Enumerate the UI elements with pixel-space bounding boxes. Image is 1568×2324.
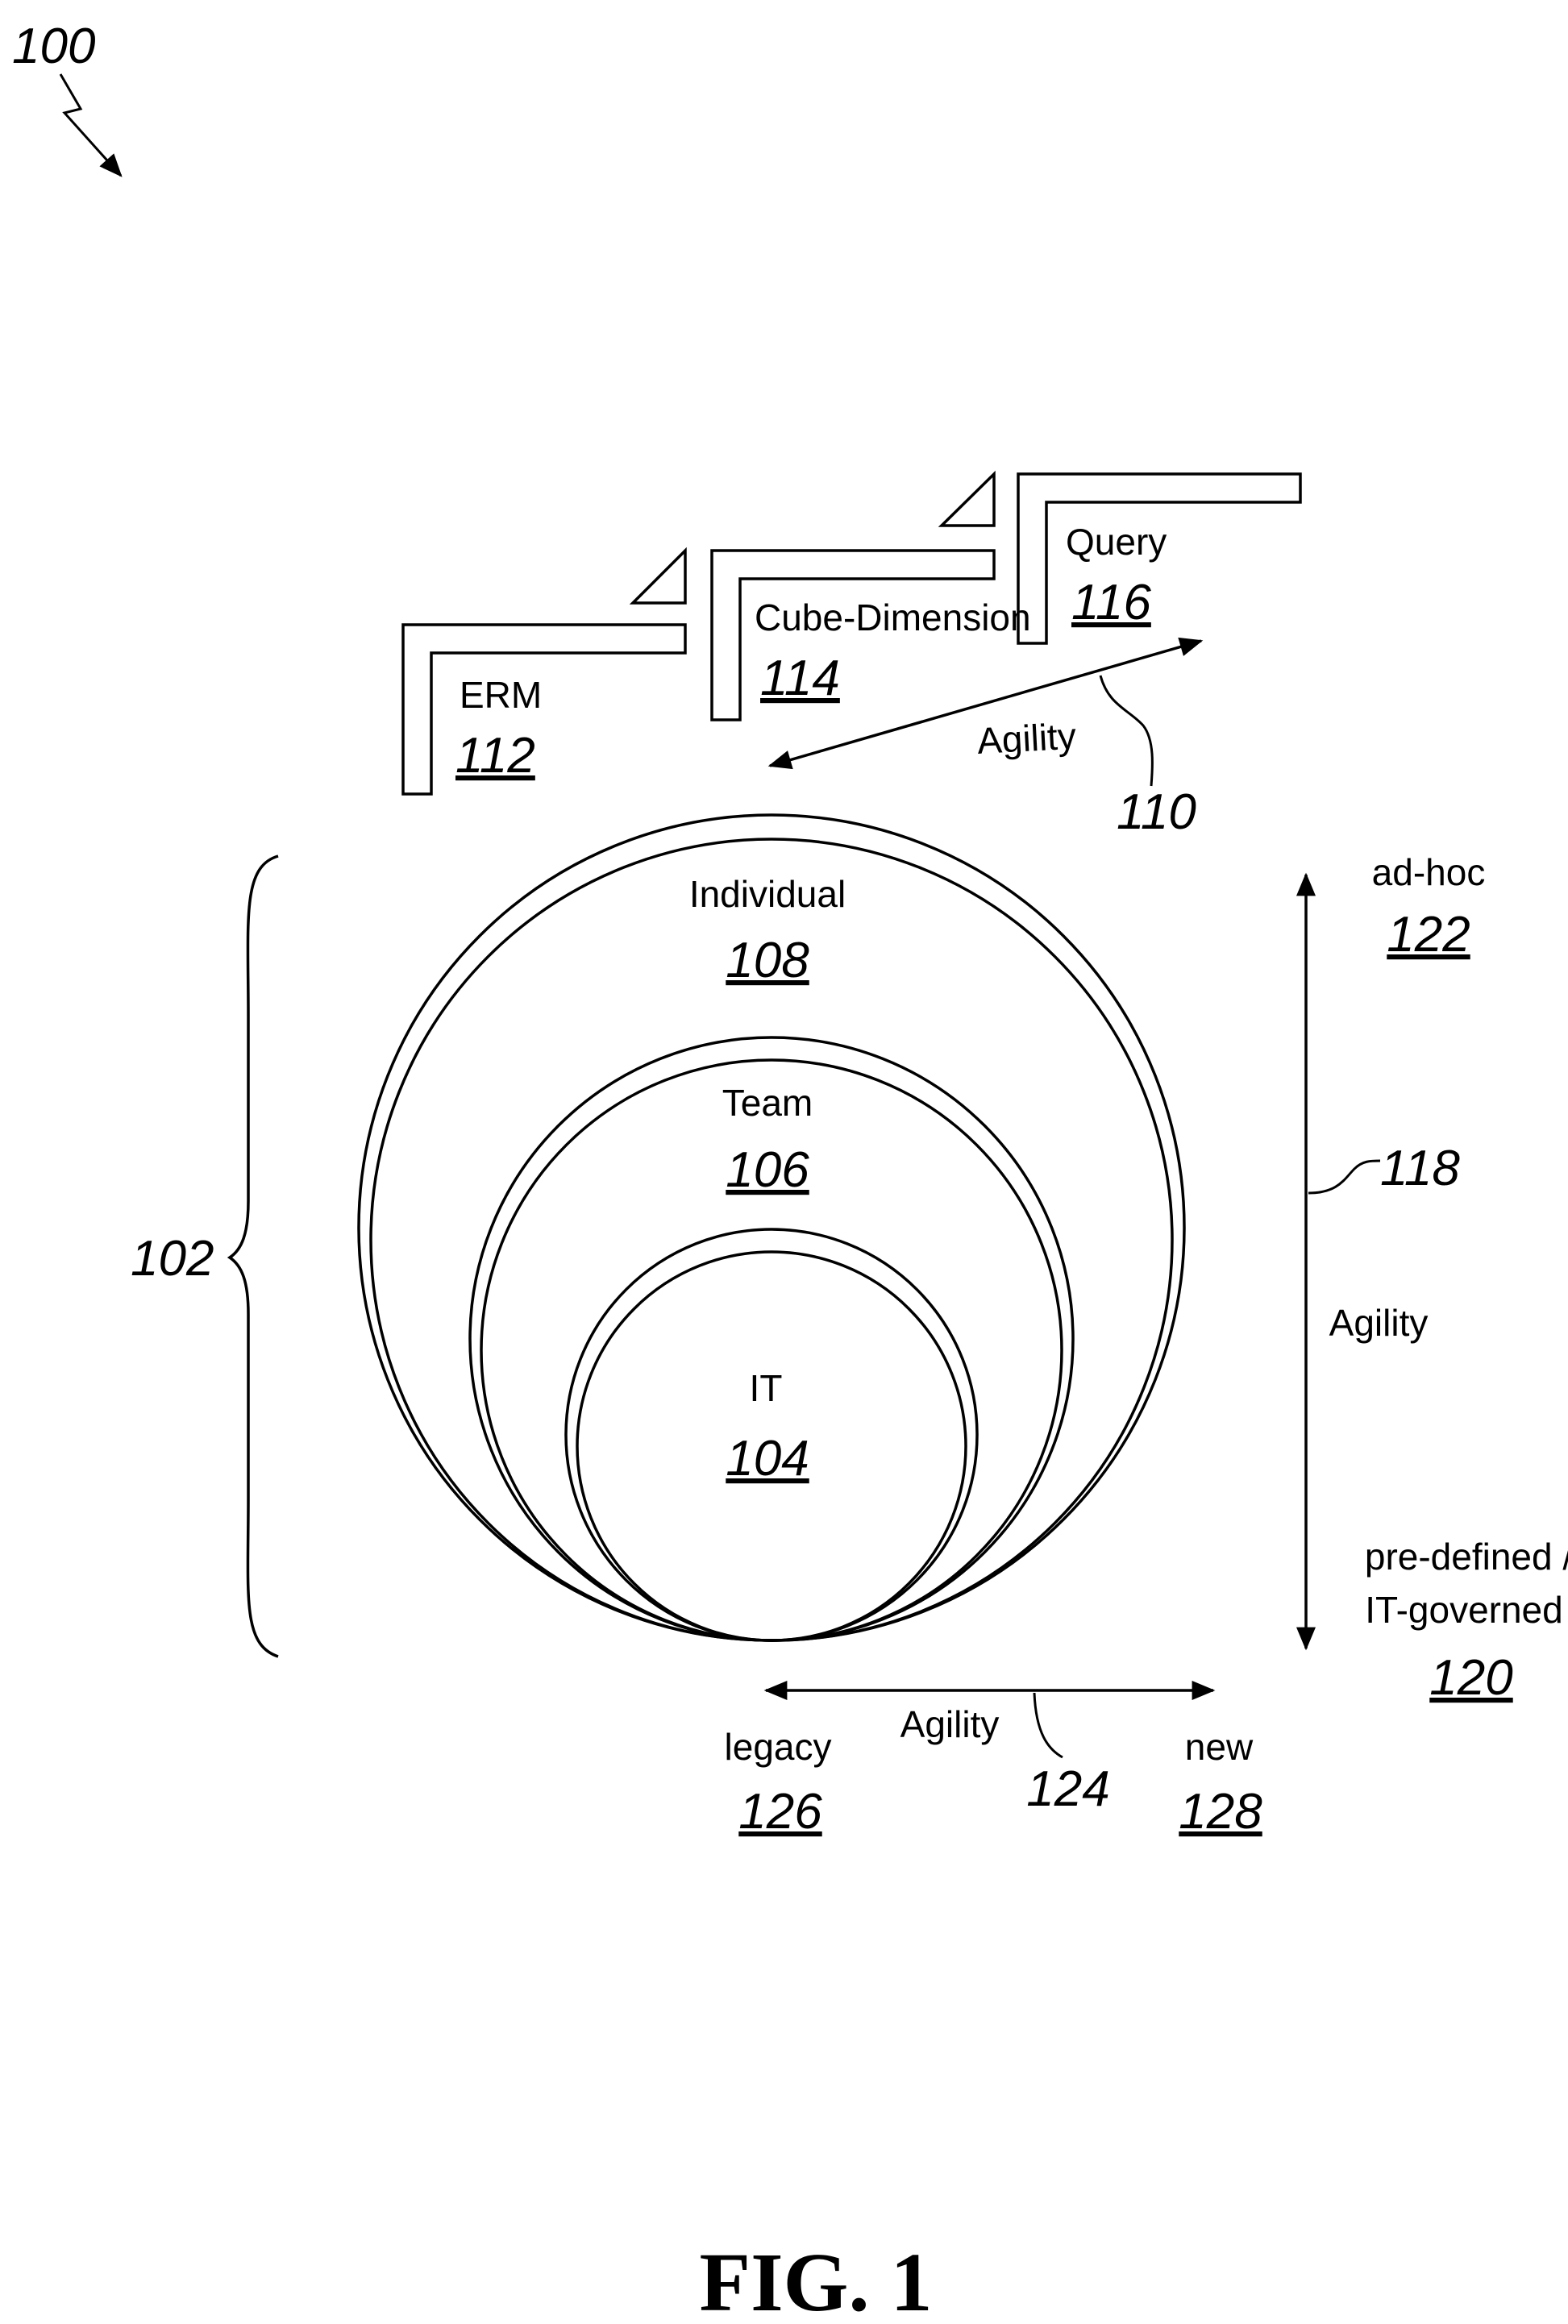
horizontal-axis-leader — [1034, 1693, 1063, 1757]
individual-ref: 108 — [726, 933, 809, 988]
vertical-axis-ref: 118 — [1380, 1141, 1460, 1196]
cube-query-triangle — [942, 474, 994, 526]
it-ref: 104 — [726, 1431, 809, 1486]
vertical-agility-label: Agility — [1329, 1302, 1429, 1344]
figure-ref-number: 100 — [12, 19, 95, 74]
query-label: Query — [1066, 521, 1167, 563]
figure-caption: FIG. 1 — [700, 2236, 933, 2324]
circles-group-ref: 102 — [131, 1231, 214, 1287]
cube-dimension-label: Cube-Dimension — [755, 597, 1031, 638]
ad-hoc-label: ad-hoc — [1372, 851, 1486, 893]
legacy-ref: 126 — [738, 1784, 822, 1840]
team-ref: 106 — [726, 1142, 809, 1198]
team-label: Team — [722, 1082, 813, 1124]
legacy-label: legacy — [725, 1726, 832, 1768]
erm-cube-triangle — [633, 551, 685, 603]
erm-ref: 112 — [455, 728, 535, 784]
it-governed-label: IT-governed — [1365, 1589, 1562, 1631]
ad-hoc-ref: 122 — [1387, 907, 1470, 962]
erm-layer-shape — [403, 625, 685, 794]
layer-agility-label: Agility — [976, 715, 1077, 762]
figure-ref-arrow — [60, 74, 121, 176]
layer-agility-ref: 110 — [1117, 784, 1196, 840]
vertical-axis-leader — [1308, 1161, 1380, 1193]
erm-label: ERM — [460, 674, 542, 716]
it-label: IT — [750, 1367, 783, 1409]
pre-defined-label: pre-defined / — [1365, 1536, 1568, 1578]
horizontal-axis-ref: 124 — [1026, 1761, 1109, 1817]
individual-label: Individual — [689, 873, 846, 915]
layer-agility-leader — [1100, 676, 1152, 786]
query-ref: 116 — [1071, 575, 1151, 630]
new-label: new — [1185, 1726, 1254, 1768]
circles-group-brace — [230, 856, 278, 1657]
pre-defined-ref: 120 — [1429, 1650, 1512, 1706]
cube-dimension-ref: 114 — [760, 651, 840, 706]
new-ref: 128 — [1179, 1784, 1262, 1840]
horizontal-agility-label: Agility — [900, 1703, 1000, 1745]
